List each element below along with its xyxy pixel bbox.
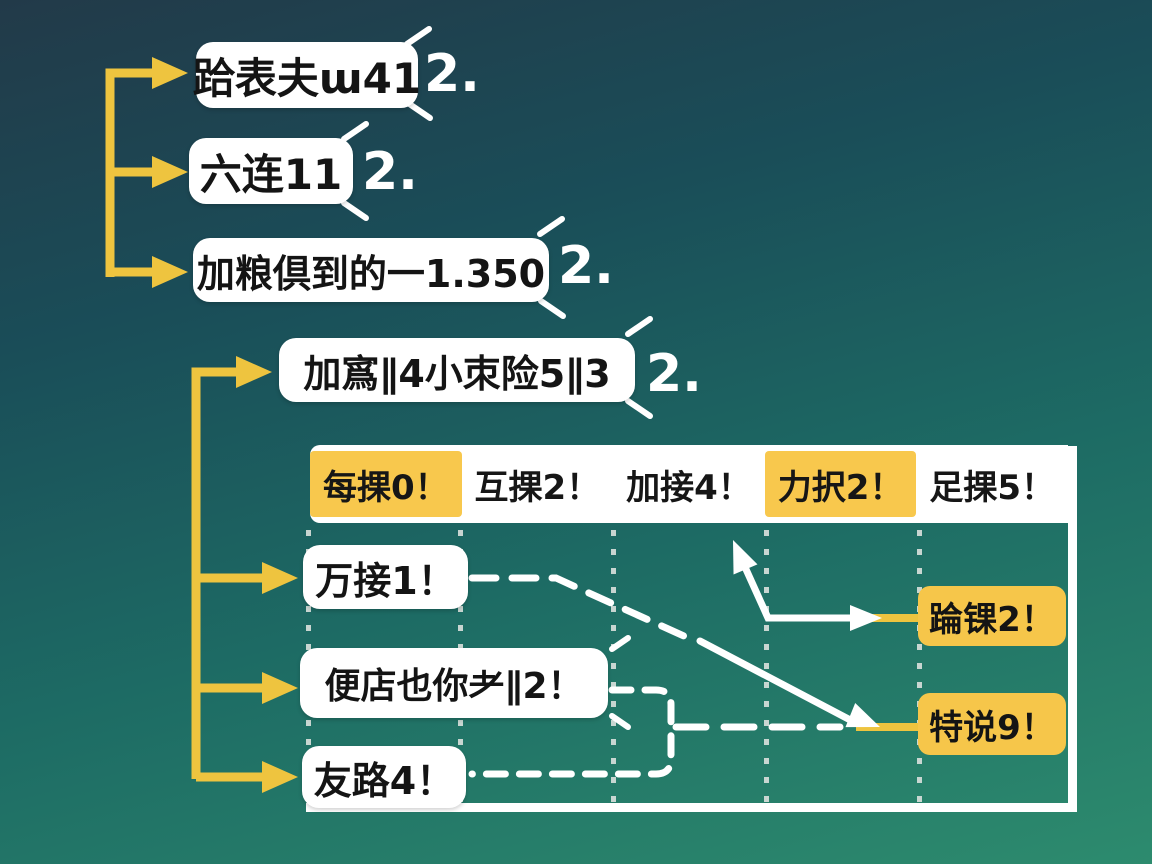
step-badge: 2. [646,344,702,404]
header-cell: 每捰0！ [310,445,462,523]
node-label: 便店也你耂∥2！ [324,666,584,707]
step-badge: 2. [424,44,480,104]
node-label: 六连11 [199,149,343,199]
header-cell-label: 足捰5！ [929,467,1055,508]
column-separator [917,530,922,802]
header-cell-label: 互捰2！ [474,467,601,508]
yellow-arrowheads-top [152,57,188,288]
flow-node-callout-3: 加粮倶到的一1.350 [193,238,549,302]
table-right-border [1068,446,1077,811]
node-label: 加粮倶到的一1.350 [196,251,546,296]
result-node-2: 特说9！ [918,693,1066,755]
header-cell: 力択2！ [764,445,917,523]
solid-connectors [696,552,866,727]
header-cell-label: 力択2！ [764,451,917,517]
node-label: 万接1！ [315,558,456,603]
node-label: 加寪∥4小朿险5∥3 [303,351,611,396]
column-separator [611,530,616,802]
step-badge: 2. [362,142,418,202]
node-label: 跲表夫ɯ41 [192,53,422,103]
header-cell: 互捰2！ [462,445,614,523]
white-arrowheads [733,540,882,728]
node-label: 特说9！ [929,707,1055,748]
result-node-1: 踚锞2！ [918,586,1066,646]
header-cell: 足捰5！ [916,445,1068,523]
flow-node-callout-4: 加寪∥4小朿险5∥3 [279,338,635,402]
node-label: 友路4！ [313,758,455,803]
node-label: 踚锞2！ [929,599,1055,640]
table-bottom-border [306,803,1077,812]
step-badge: 2. [558,236,614,296]
header-cell-label: 加接4！ [626,467,752,508]
yellow-spine-bottom [191,367,262,782]
flow-node-row-1: 万接1！ [303,545,468,609]
flow-node-row-3: 友路4！ [302,746,466,808]
yellow-stub-lines [856,614,922,731]
header-cell-label: 每捰0！ [310,451,462,517]
yellow-arrowheads-bottom [236,356,298,793]
dashed-connectors [468,574,844,778]
yellow-spine-top [105,68,152,277]
flow-node-row-2: 便店也你耂∥2！ [300,648,608,718]
column-separator [764,530,769,802]
header-cell: 加接4！ [613,445,765,523]
flow-node-callout-2: 六连11 [189,138,353,204]
flow-node-callout-1: 跲表夫ɯ41 [192,42,422,108]
table-header-row: 每捰0！ 互捰2！ 加接4！ 力択2！ 足捰5！ [310,445,1068,523]
emphasis-ticks [341,26,653,730]
